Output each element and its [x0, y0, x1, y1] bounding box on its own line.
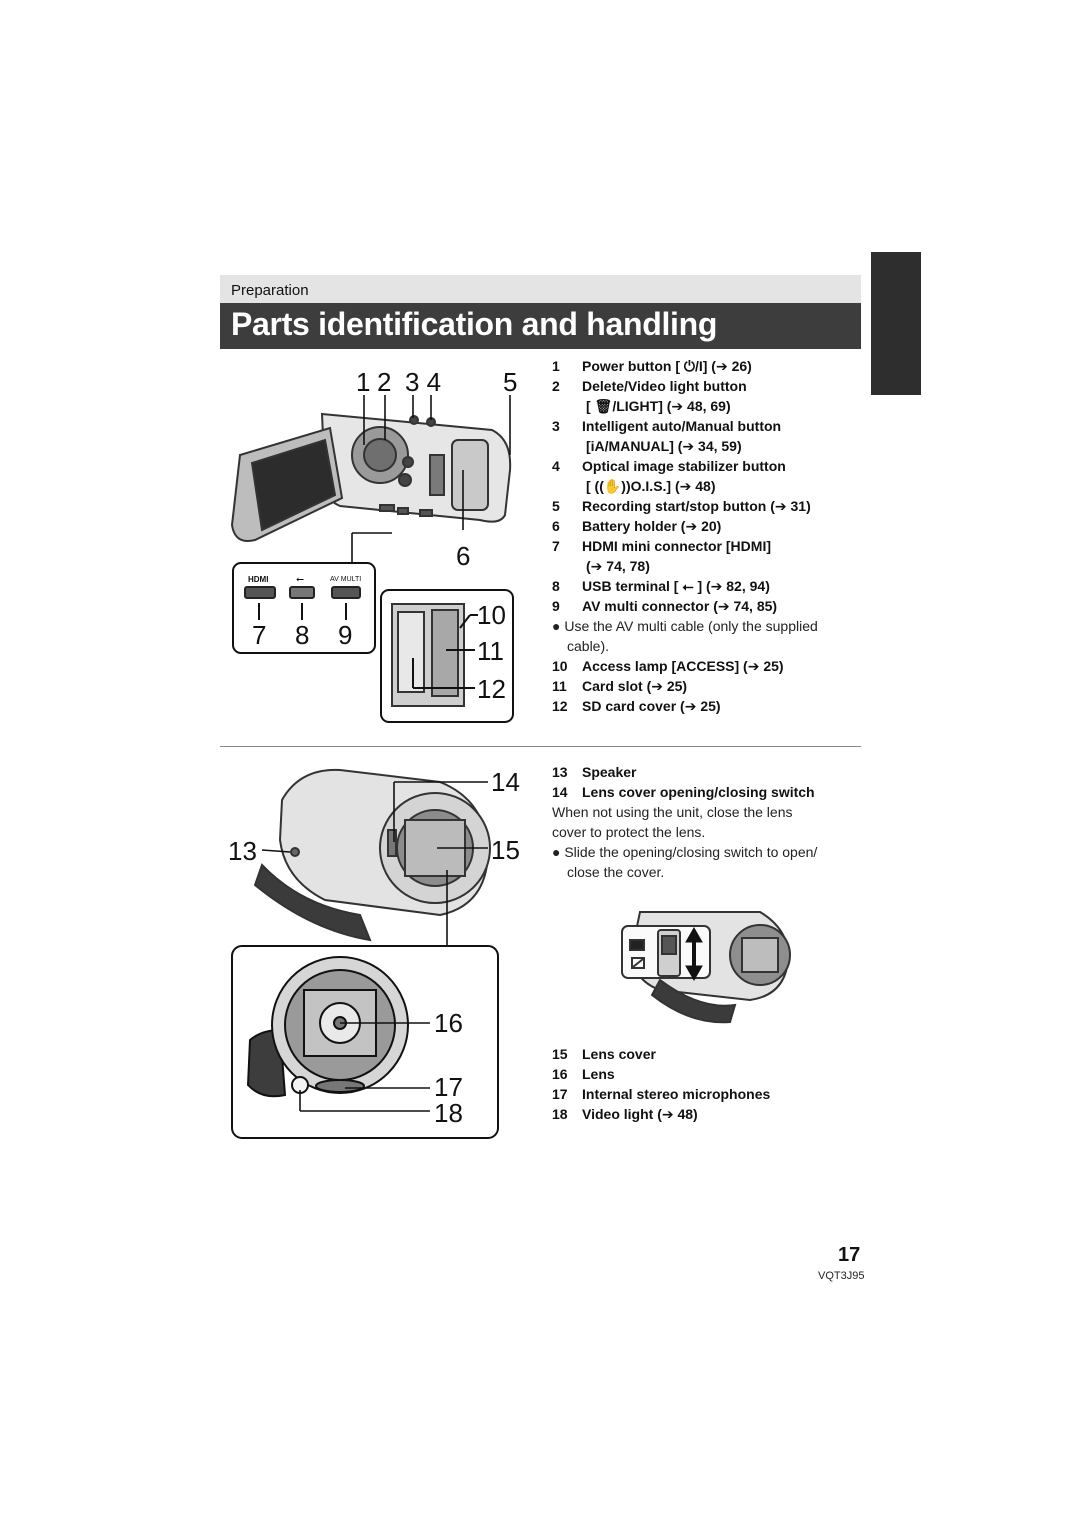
callout-11: 11: [477, 636, 504, 666]
chapter-side-tab: [871, 252, 921, 395]
lens-cover-note-continued: cover to protect the lens.: [552, 824, 706, 840]
usb-icon: ⭠: [296, 574, 304, 585]
lens-switch-bullet: ● Slide the opening/closing switch to op…: [552, 844, 818, 860]
slide-arrow-icon: [685, 926, 703, 982]
callout-18: 18: [434, 1098, 463, 1128]
av-cable-note-continued: cable).: [567, 638, 610, 654]
lens-switch-illustration: [621, 911, 791, 1024]
section-label: Preparation: [231, 282, 309, 299]
lens-cover-note: When not using the unit, close the lens: [552, 804, 793, 820]
callout-14: 14: [491, 767, 520, 797]
page-number: 17: [838, 1244, 861, 1266]
section-divider: [220, 746, 861, 747]
part-item-continuation: [ 🗑/LIGHT] (➔ 48, 69): [586, 398, 731, 414]
callout-1: 1: [356, 367, 371, 397]
part-item-continuation: [iA/MANUAL] (➔ 34, 59): [586, 438, 742, 454]
callout-17: 17: [434, 1072, 463, 1102]
callout-16: 16: [434, 1008, 463, 1038]
page-title: Parts identification and handling: [231, 306, 718, 342]
camcorder-side-illustration: [230, 412, 512, 542]
callout-5: 5: [503, 367, 518, 397]
part-item-continuation: (➔ 74, 78): [586, 558, 650, 574]
camcorder-front-illustration: [253, 768, 491, 942]
part-item-continuation: [ ((✋))O.I.S.] (➔ 48): [586, 478, 716, 494]
callout-8: 8: [295, 620, 310, 650]
hdmi-logo: HDMI: [248, 575, 268, 584]
av-cable-note: ● Use the AV multi cable (only the suppl…: [552, 618, 818, 634]
title-bar: [220, 303, 861, 349]
card-slot-panel: [380, 589, 514, 723]
callout-6: 6: [456, 541, 471, 571]
callout-3-4: 3 4: [405, 367, 442, 397]
callout-7: 7: [252, 620, 267, 650]
callout-2: 2: [377, 367, 392, 397]
callout-10: 10: [477, 600, 506, 630]
callout-12: 12: [477, 674, 506, 704]
section-bar: [220, 275, 861, 303]
callout-15: 15: [491, 835, 520, 865]
av-multi-label: AV MULTI: [330, 576, 362, 583]
document-code: VQT3J95: [818, 1270, 865, 1282]
callout-9: 9: [338, 620, 353, 650]
callout-13: 13: [228, 836, 257, 866]
lens-switch-bullet-continued: close the cover.: [567, 864, 665, 880]
connector-panel: [232, 562, 376, 654]
